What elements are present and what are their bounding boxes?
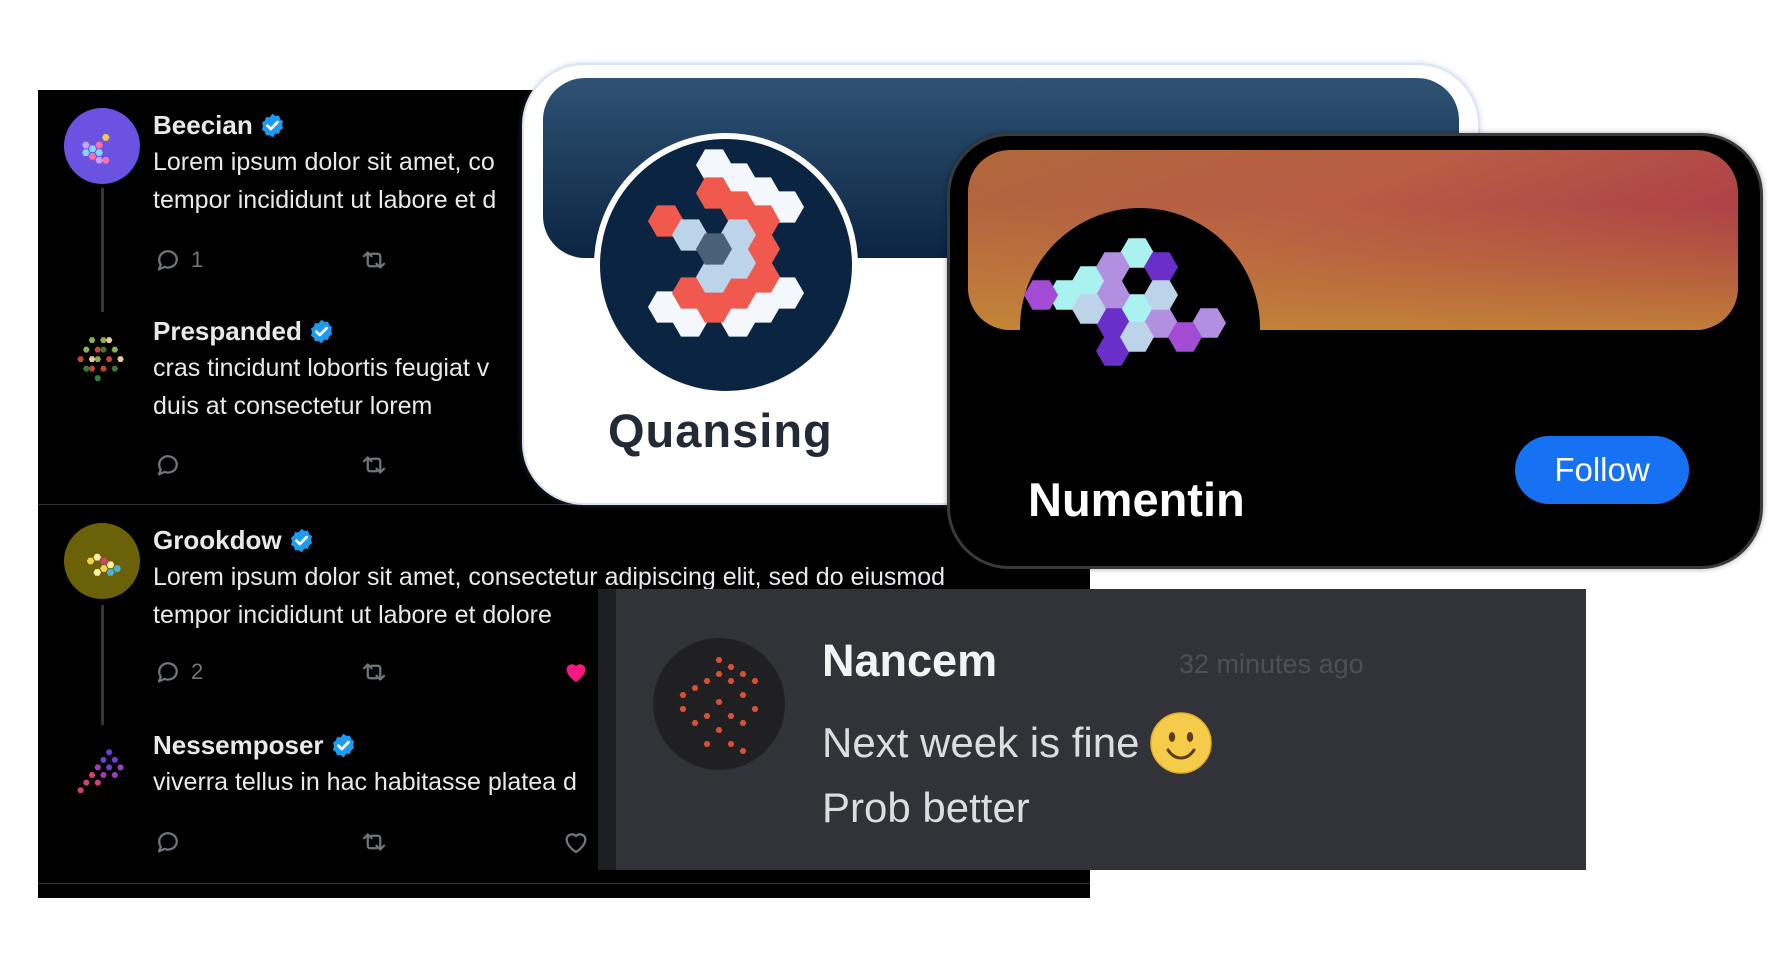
- avatar[interactable]: [653, 638, 785, 770]
- verified-badge-icon: [308, 318, 335, 345]
- retweet-icon: [359, 657, 389, 687]
- message-text: Prob better: [822, 784, 1030, 831]
- avatar[interactable]: [64, 523, 140, 599]
- tweet-text-line: cras tincidunt lobortis feugiat v: [153, 354, 490, 382]
- hex-pattern-icon: [86, 553, 121, 576]
- reply-button[interactable]: 1: [153, 245, 359, 275]
- chat-message: Nancem 32 minutes ago Next week is fine …: [598, 589, 1586, 870]
- tweet-content: Prespanded cras tincidunt lobortis feugi…: [153, 314, 1080, 424]
- tweet-thread: Grookdow Lorem ipsum dolor sit amet, con…: [38, 505, 1090, 884]
- hex-pattern-icon: [1024, 238, 1226, 366]
- verified-badge-icon: [330, 732, 357, 759]
- avatar[interactable]: [64, 314, 140, 390]
- reply-button[interactable]: [153, 827, 359, 857]
- reply-count: 1: [191, 247, 204, 272]
- reply-icon: [153, 827, 183, 857]
- retweet-button[interactable]: [359, 657, 565, 687]
- retweet-button[interactable]: [359, 827, 565, 857]
- profile-name: Quansing: [608, 404, 833, 457]
- reply-button[interactable]: 2: [153, 657, 359, 687]
- hex-pattern-icon: [82, 134, 110, 164]
- tweet-actions: 2: [153, 657, 767, 687]
- message-line: Next week is fine: [822, 711, 1213, 775]
- heart-filled-icon: [561, 657, 591, 687]
- verified-badge-icon: [288, 527, 315, 554]
- retweet-icon: [359, 827, 389, 857]
- retweet-icon: [359, 450, 389, 480]
- follow-button[interactable]: Follow: [1515, 436, 1689, 504]
- tweet-thread: Beecian Lorem ipsum dolor sit amet, co t…: [38, 90, 1090, 505]
- reply-count: 2: [191, 659, 204, 684]
- tweet-actions: 1: [153, 245, 565, 275]
- tweet-text-line: tempor incididunt ut labore et d: [153, 186, 497, 214]
- avatar[interactable]: [64, 108, 140, 184]
- hex-pattern-icon: [77, 749, 124, 794]
- tweet-content: Beecian Lorem ipsum dolor sit amet, co t…: [153, 108, 1080, 218]
- verified-badge-icon: [259, 112, 286, 139]
- tweet-text-line: Lorem ipsum dolor sit amet, consectetur …: [153, 563, 946, 591]
- avatar[interactable]: [64, 728, 140, 804]
- username[interactable]: Grookdow: [153, 524, 282, 555]
- tweet-actions: [153, 450, 565, 480]
- username[interactable]: Prespanded: [153, 315, 302, 346]
- tweet-text-line: duis at consectetur lorem: [153, 392, 433, 420]
- hex-pattern-icon: [77, 337, 124, 382]
- reply-icon: [153, 450, 183, 480]
- reply-icon: [153, 245, 183, 275]
- thread-connector-line: [101, 188, 104, 312]
- hex-pattern-icon: [653, 638, 785, 770]
- tweet-content: Grookdow Lorem ipsum dolor sit amet, con…: [153, 523, 1080, 633]
- profile-card-numentin: Numentin Follow: [947, 133, 1763, 569]
- username[interactable]: Beecian: [153, 109, 253, 140]
- heart-icon: [561, 827, 591, 857]
- hex-pattern-icon: [648, 149, 804, 337]
- profile-name: Numentin: [1028, 473, 1245, 526]
- thread-connector-line: [101, 605, 104, 725]
- tweet-text-line: viverra tellus in hac habitasse platea d: [153, 768, 577, 796]
- message-author[interactable]: Nancem: [822, 635, 998, 686]
- message-text: Next week is fine: [822, 719, 1140, 766]
- slightly-smiling-face-icon: [1150, 712, 1213, 774]
- username[interactable]: Nessemposer: [153, 729, 324, 760]
- tweet-content: Nessemposer viverra tellus in hac habita…: [153, 728, 1080, 800]
- tweet-text-line: Lorem ipsum dolor sit amet, co: [153, 148, 495, 176]
- avatar[interactable]: [594, 133, 858, 397]
- avatar[interactable]: [1020, 208, 1260, 448]
- reply-icon: [153, 657, 183, 687]
- retweet-icon: [359, 245, 389, 275]
- reply-button[interactable]: [153, 450, 359, 480]
- message-timestamp: 32 minutes ago: [1179, 649, 1364, 679]
- message-sidebar-strip: [598, 589, 616, 870]
- tweet-text-line: tempor incididunt ut labore et dolore: [153, 601, 552, 629]
